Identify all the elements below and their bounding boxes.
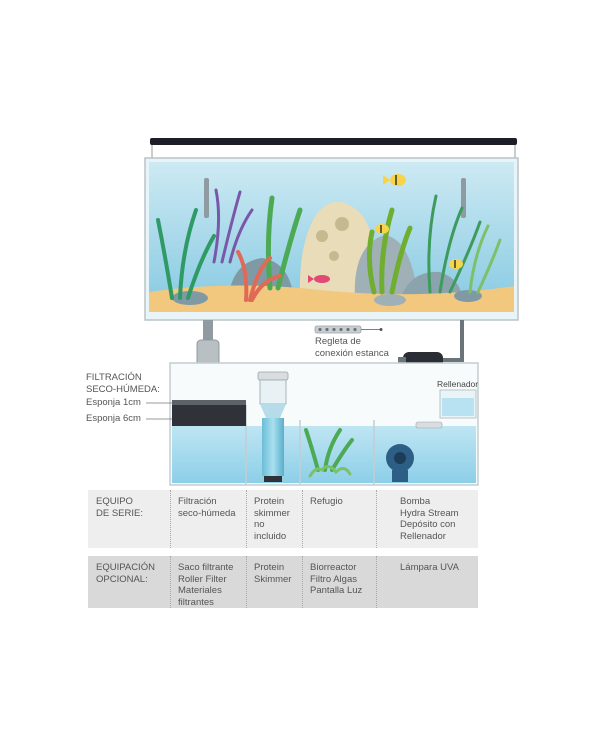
filtration-title: FILTRACIÓN SECO-HÚMEDA: [86, 372, 160, 395]
power-strip [314, 325, 383, 334]
power-strip-label: Regleta de conexión estanca [315, 336, 389, 359]
cell-optional-filtration: Saco filtrante Roller Filter Materiales … [178, 562, 234, 608]
fish [308, 174, 463, 283]
cell-optional-refugium: Biorreactor Filtro Algas Pantalla Luz [310, 562, 363, 596]
refugium-plants [304, 428, 354, 478]
cell-standard-pump: Bomba Hydra Stream Depósito con Rellenad… [400, 496, 459, 542]
sump [169, 362, 479, 486]
table-row-standard: EQUIPO DE SERIE: Filtración seco-húmeda … [88, 490, 478, 548]
row-header-standard: EQUIPO DE SERIE: [96, 496, 143, 519]
aquarium-tank [144, 157, 519, 321]
table-row-optional: EQUIPACIÓN OPCIONAL: Saco filtrante Roll… [88, 556, 478, 608]
aquatic-plants [156, 188, 502, 302]
row-header-optional: EQUIPACIÓN OPCIONAL: [96, 562, 155, 585]
return-pump [386, 444, 414, 482]
protein-skimmer [257, 371, 289, 482]
cell-standard-refugium: Refugio [310, 496, 343, 507]
sponge-6cm-label: Esponja 6cm [86, 413, 141, 424]
cell-optional-skimmer: Protein Skimmer [254, 562, 292, 585]
sponge-1cm-label: Esponja 1cm [86, 397, 141, 408]
refill-reservoir [415, 389, 477, 429]
cell-optional-pump: Lámpara UVA [400, 562, 459, 573]
cell-standard-skimmer: Protein skimmer no incluido [254, 496, 290, 542]
cell-standard-filtration: Filtración seco-húmeda [178, 496, 236, 519]
sand-bed [149, 285, 514, 312]
label-leaders [146, 402, 172, 420]
refill-label: Rellenador [437, 379, 479, 389]
led-light-bar [150, 138, 517, 160]
